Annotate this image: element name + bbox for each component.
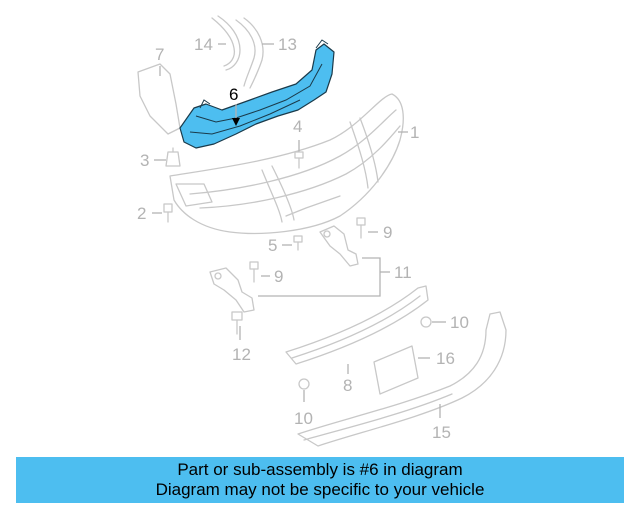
callout-5: 5 bbox=[268, 236, 277, 255]
callout-4: 4 bbox=[293, 117, 302, 136]
part-1-bumper-cover bbox=[169, 93, 404, 235]
part-11-leader bbox=[258, 257, 390, 297]
part-4-bolt bbox=[294, 140, 304, 169]
part-11-bracket-b bbox=[209, 267, 255, 313]
callout-2: 2 bbox=[137, 204, 146, 223]
callout-14: 14 bbox=[194, 35, 213, 54]
callout-10-b: 10 bbox=[294, 409, 313, 428]
part-5-bolt bbox=[282, 235, 303, 251]
callout-1: 1 bbox=[410, 123, 419, 142]
callout-6: 6 bbox=[229, 85, 238, 104]
part-9-bolt-a bbox=[356, 217, 378, 239]
callout-9-a: 9 bbox=[383, 223, 392, 242]
callout-12: 12 bbox=[232, 345, 251, 364]
part-11-bracket-a bbox=[319, 225, 359, 267]
part-10-nut-a bbox=[420, 316, 446, 328]
part-3-clip bbox=[154, 147, 181, 167]
part-6-arrow bbox=[232, 118, 240, 126]
part-2-bolt bbox=[152, 203, 173, 223]
part-15-valance bbox=[297, 311, 507, 447]
part-14-bracket bbox=[211, 15, 241, 71]
callout-15: 15 bbox=[432, 423, 451, 442]
part-9-bolt-b bbox=[249, 261, 270, 283]
part-13-bracket bbox=[235, 17, 264, 89]
callout-13: 13 bbox=[278, 35, 297, 54]
part-6-absorber bbox=[179, 39, 335, 149]
banner-line-1: Part or sub-assembly is #6 in diagram bbox=[177, 460, 463, 479]
part-12-bolt bbox=[231, 311, 243, 340]
callout-3: 3 bbox=[140, 151, 149, 170]
part-6-shape bbox=[179, 43, 335, 149]
part-16-plate-bracket bbox=[373, 345, 430, 395]
callout-10-a: 10 bbox=[450, 313, 469, 332]
callout-16: 16 bbox=[436, 349, 455, 368]
part-8-reinforcement bbox=[285, 285, 429, 374]
banner-line-2: Diagram may not be specific to your vehi… bbox=[155, 480, 485, 499]
callout-8: 8 bbox=[343, 376, 352, 395]
info-banner: Part or sub-assembly is #6 in diagram Di… bbox=[16, 457, 624, 503]
part-7-plate bbox=[137, 63, 181, 135]
callout-9-b: 9 bbox=[274, 267, 283, 286]
callout-7: 7 bbox=[155, 45, 164, 64]
part-10-nut-b bbox=[298, 378, 310, 402]
callout-11: 11 bbox=[394, 263, 412, 282]
parts-diagram: 1 2 3 4 5 6 7 8 9 9 10 10 11 12 13 14 15… bbox=[137, 15, 507, 447]
